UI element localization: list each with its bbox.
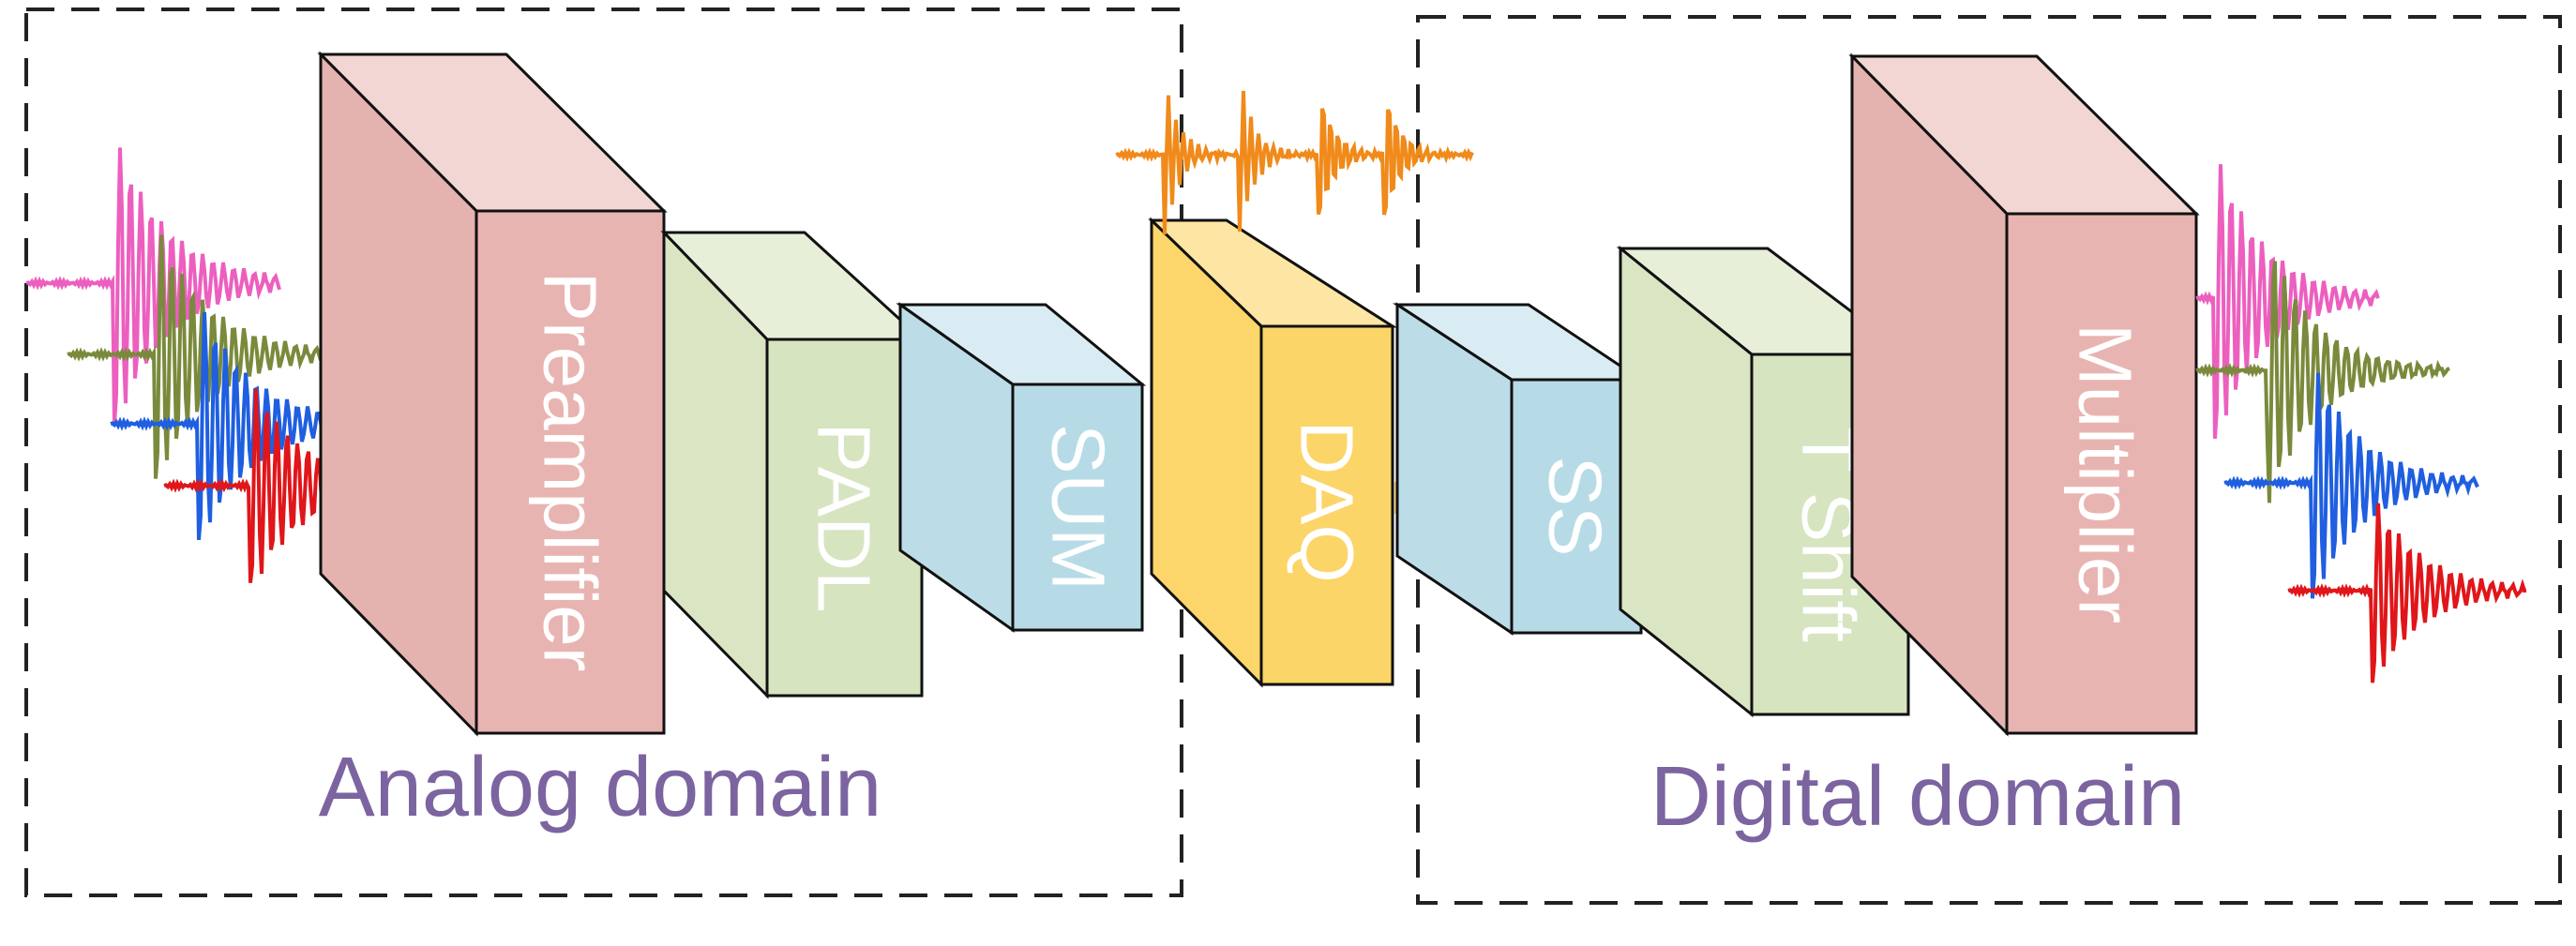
multiplier-front [2005,212,2198,735]
sum-front [1011,383,1144,632]
input-signal-olive [67,234,323,479]
daq-block: DAQ [1148,217,1398,688]
ss-block: SS [1392,302,1646,636]
multiplier-label: Multiplier [2064,323,2147,623]
sum-label: SUM [1037,424,1121,591]
daq-front [1259,324,1394,686]
output-signal-olive [2195,261,2450,503]
output-signal-red [2287,503,2527,683]
padl-block: PADL [660,229,926,699]
output-signals [2195,164,2527,683]
preamplifier-label: Preamplifier [529,272,612,672]
digital-domain-label: Digital domain [1650,750,2185,844]
output-signal-blue [2223,372,2479,599]
multiplier-block: Multiplier [1848,53,2200,737]
ss-label: SS [1534,457,1618,557]
sum-block: SUM [896,302,1147,633]
daq-label: DAQ [1286,420,1369,582]
preamplifier-block: Preamplifier [317,51,668,737]
padl-front [765,338,924,698]
padl-label: PADL [803,422,886,612]
daq-signal-orange [1115,90,1474,234]
analog-domain-label: Analog domain [319,741,881,834]
input-signal-pink [25,147,281,425]
